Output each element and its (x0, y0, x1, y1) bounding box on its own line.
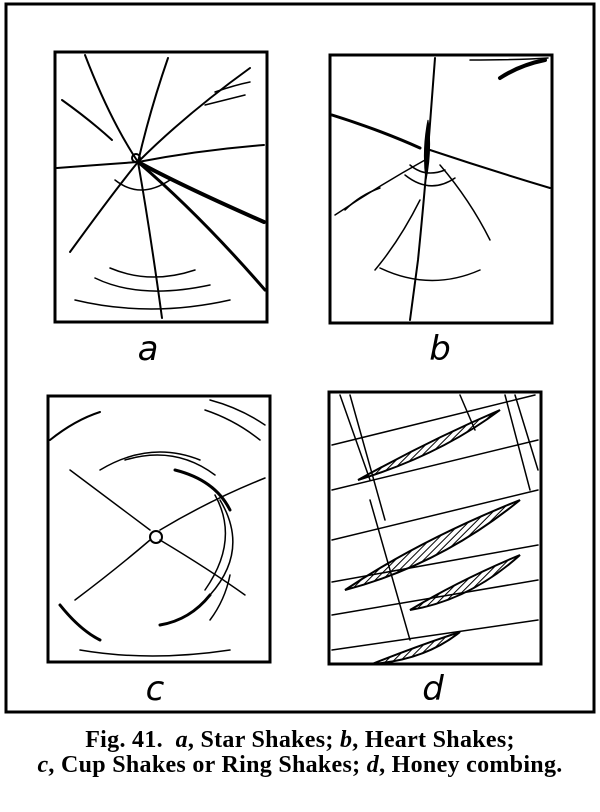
caption-fig-number: Fig. 41. (85, 727, 163, 753)
panel-label-a: a (138, 329, 159, 369)
caption-letter-c: c (37, 752, 49, 778)
growth-rings-b (344, 164, 481, 282)
panel-c-cup-shakes (46, 394, 272, 664)
panel-c-frame (46, 394, 272, 664)
panel-d-honey-combing (327, 390, 543, 666)
panel-b-frame (328, 53, 554, 325)
caption-letter-b: b (339, 727, 353, 753)
grain-lines (331, 394, 539, 651)
panel-d-frame (327, 390, 543, 666)
honeycomb-checks (344, 409, 521, 665)
star-cracks (56, 54, 267, 319)
panel-label-b: b (429, 329, 451, 369)
caption-text-d: , Honey combing. (379, 752, 563, 778)
figure-border (4, 2, 596, 714)
ring-arcs (49, 399, 266, 657)
panel-label-c: c (146, 669, 165, 709)
growth-rings-a (74, 81, 251, 310)
caption-text-c: , Cup Shakes or Ring Shakes; (48, 752, 367, 778)
pith (131, 153, 141, 163)
panel-label-d: d (422, 669, 444, 709)
caption-letter-a: a (175, 727, 188, 753)
heart-cracks (330, 57, 551, 321)
panel-a-star-shakes (53, 50, 269, 324)
pith-c (149, 530, 163, 544)
caption-text-b: , Heart Shakes; (352, 727, 515, 753)
caption-letter-d: d (366, 752, 380, 778)
caption-text-a: , Star Shakes; (187, 727, 340, 753)
ray-lines-c (69, 469, 266, 601)
panel-b-heart-shakes (328, 53, 554, 325)
panel-a-frame (53, 50, 269, 324)
shakes-figure: a b c d (4, 2, 596, 714)
figure-caption: Fig. 41. a, Star Shakes; b, Heart Shakes… (0, 728, 600, 778)
